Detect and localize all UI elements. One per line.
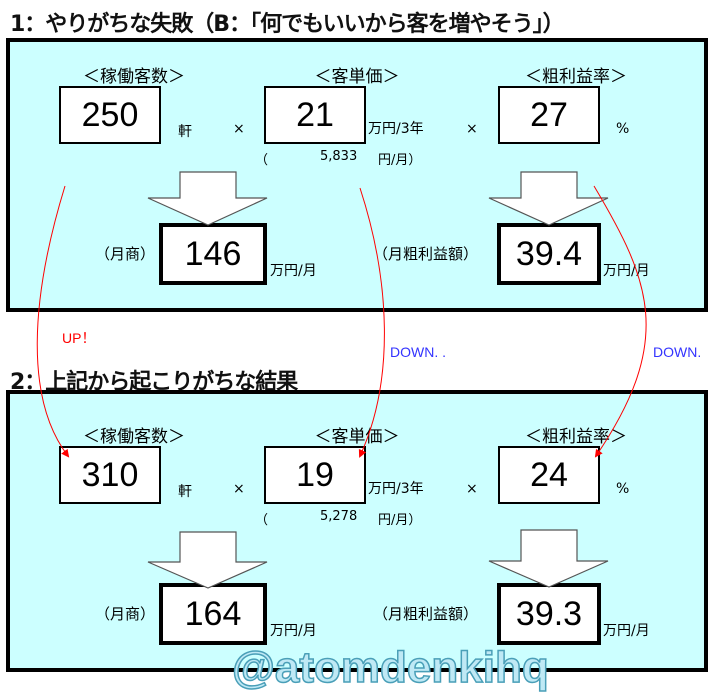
- unit-price-label: ＜客単価＞: [314, 67, 400, 87]
- profit-value: 39.4: [497, 223, 601, 285]
- margin-unit: %: [616, 121, 630, 137]
- trend-arrow-margin: [593, 185, 647, 458]
- margin-rate-label: ＜粗利益率＞: [525, 427, 627, 447]
- customers-unit: 軒: [178, 484, 192, 500]
- sales-label: （月商）: [95, 605, 156, 623]
- times-sign: ×: [466, 121, 478, 137]
- sales-label: （月商）: [95, 245, 156, 263]
- customers-unit: 軒: [178, 124, 192, 140]
- customers-label: ＜稼働客数＞: [83, 67, 185, 87]
- margin-rate-value: 27: [498, 86, 600, 144]
- profit-label: （月粗利益額）: [373, 605, 479, 623]
- down-annotation-price: DOWN. .: [390, 344, 446, 360]
- down-arrow-shape: [488, 529, 609, 588]
- customers-value: 310: [59, 446, 161, 504]
- down-arrow-shape: [488, 171, 609, 226]
- unit-price-value: 21: [264, 86, 366, 144]
- trend-arrow-customers: [36, 185, 70, 458]
- sales-value: 164: [159, 583, 267, 645]
- times-sign: ×: [233, 481, 245, 497]
- monthly-open: （: [255, 153, 269, 168]
- margin-rate-value: 24: [498, 446, 600, 504]
- profit-unit: 万円/月: [603, 623, 650, 639]
- margin-rate-label: ＜粗利益率＞: [525, 67, 627, 87]
- down-arrow-shape: [147, 531, 268, 589]
- unit-price-unit: 万円/3年: [368, 481, 424, 497]
- profit-label: （月粗利益額）: [373, 245, 479, 263]
- unit-price-unit: 万円/3年: [368, 121, 424, 137]
- sales-unit: 万円/月: [270, 263, 317, 279]
- sales-value: 146: [159, 223, 267, 285]
- up-annotation: UP！: [62, 330, 96, 346]
- down-arrow-shape: [147, 171, 268, 226]
- unit-price-value: 19: [264, 446, 366, 504]
- unit-price-label: ＜客単価＞: [314, 427, 400, 447]
- customers-label: ＜稼働客数＞: [83, 427, 185, 447]
- section1-title: 1：やりがちな失敗（B：「何でもいいから客を増やそう」）: [10, 12, 565, 37]
- monthly-unit: 円/月）: [378, 513, 422, 528]
- down-annotation-margin: DOWN.: [653, 344, 702, 360]
- times-sign: ×: [466, 481, 478, 497]
- margin-unit: %: [616, 481, 630, 497]
- monthly-value: 5,833: [320, 149, 358, 164]
- customers-value: 250: [59, 86, 161, 144]
- monthly-unit: 円/月）: [378, 153, 422, 168]
- sales-unit: 万円/月: [270, 623, 317, 639]
- times-sign: ×: [233, 121, 245, 137]
- trend-arrow-unit-price: [358, 187, 385, 458]
- watermark: @atomdenkihq: [231, 642, 549, 693]
- monthly-value: 5,278: [320, 509, 358, 524]
- monthly-open: （: [255, 513, 269, 528]
